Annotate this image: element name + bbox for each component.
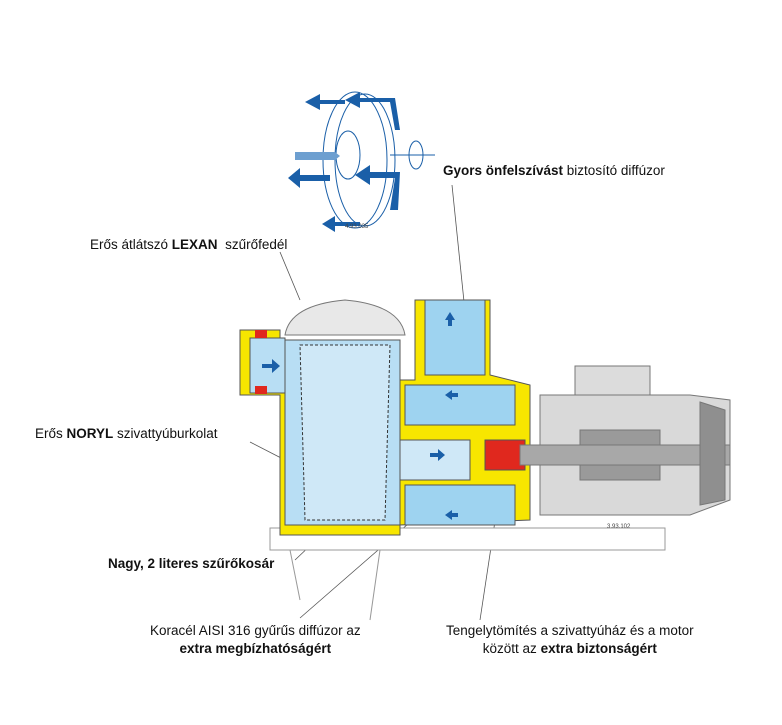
pump-housing xyxy=(239,299,531,536)
motor-illustration xyxy=(519,365,731,516)
label-housing: Erős NORYL szivattyúburkolat xyxy=(35,425,218,443)
label-basket-bold: Nagy, 2 literes szűrőkosár xyxy=(108,556,275,571)
motor-code: 3.93.102 xyxy=(607,524,631,530)
label-lid-pre: Erős átlátszó xyxy=(90,237,172,252)
water-arrows xyxy=(262,312,458,520)
label-diffuser: Gyors önfelszívást biztosító diffúzor xyxy=(443,162,665,180)
label-housing-pre: Erős xyxy=(35,426,67,441)
label-shaft-seal: Tengelytömítés a szivattyúház és a motor… xyxy=(446,622,694,658)
label-steel-line2: extra megbízhatóságért xyxy=(179,641,332,656)
label-steel-line1: Koracél AISI 316 gyűrűs diffúzor az xyxy=(150,623,361,638)
flow-arrows xyxy=(288,92,400,232)
label-basket: Nagy, 2 literes szűrőkosár xyxy=(108,555,274,573)
label-diffuser-bold: Gyors önfelszívást xyxy=(443,163,564,178)
impeller-illustration xyxy=(322,91,435,229)
label-lid-post: szűrőfedél xyxy=(217,237,288,252)
pump-base xyxy=(269,527,666,621)
label-seal-line2-pre: között az xyxy=(482,641,541,656)
label-steel-diffuser: Koracél AISI 316 gyűrűs diffúzor az extra… xyxy=(150,622,361,658)
label-diffuser-rest: biztosító diffúzor xyxy=(563,163,665,178)
label-lid: Erős átlátszó LEXAN szűrőfedél xyxy=(90,236,287,254)
label-seal-line2-bold: extra biztonságért xyxy=(540,641,657,656)
label-housing-bold: NORYL xyxy=(66,426,114,441)
label-housing-post: szivattyúburkolat xyxy=(113,426,218,441)
label-seal-line1: Tengelytömítés a szivattyúház és a motor xyxy=(446,623,694,638)
impeller-code: 4.93.035 xyxy=(345,224,369,230)
label-lid-bold: LEXAN xyxy=(171,237,218,252)
